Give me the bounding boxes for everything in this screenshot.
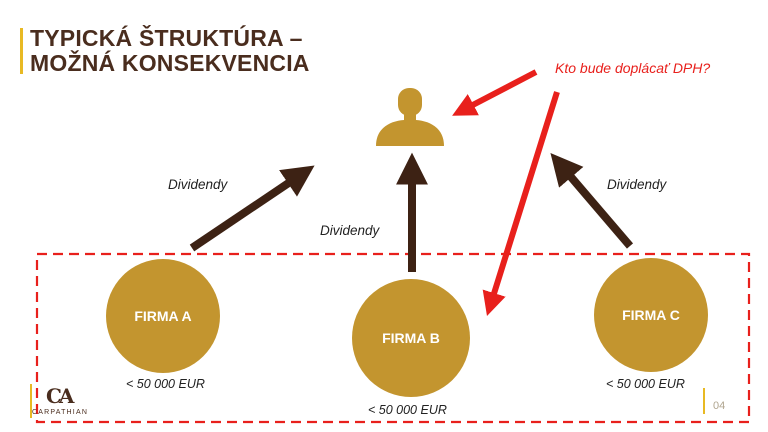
dividend-arrow-right [550, 152, 634, 249]
firm-c-label: FIRMA C [622, 307, 680, 323]
dividend-label-center: Dividendy [320, 223, 380, 238]
firm-b-label: FIRMA B [382, 330, 440, 346]
logo-accent-bar [30, 384, 32, 418]
title-accent-bar [20, 28, 23, 74]
firm-a-circle: FIRMA A [106, 259, 220, 373]
question-arrow-to-firm-b [482, 91, 560, 317]
page-number: 04 [713, 400, 726, 412]
firm-b-amount: < 50 000 EUR [368, 403, 447, 417]
firms-dashed-boundary [35, 252, 751, 424]
company-logo: CA CARPATHIAN [30, 384, 94, 420]
dividend-label-left: Dividendy [168, 177, 228, 192]
page-number-bar [703, 388, 705, 414]
title-line-1: TYPICKÁ ŠTRUKTÚRA – [30, 25, 303, 51]
firm-a-label: FIRMA A [134, 308, 192, 324]
firm-a-amount: < 50 000 EUR [126, 377, 205, 391]
dividend-arrow-left [189, 165, 315, 252]
firm-c-amount: < 50 000 EUR [606, 377, 685, 391]
logo-mark: CA [46, 384, 74, 408]
dividend-label-right: Dividendy [607, 177, 667, 192]
firm-c-circle: FIRMA C [594, 258, 708, 372]
person-icon [376, 88, 444, 146]
logo-text: CARPATHIAN [32, 409, 89, 416]
page-title: TYPICKÁ ŠTRUKTÚRA – MOŽNÁ KONSEKVENCIA [30, 26, 310, 76]
question-arrow-to-person [452, 69, 538, 116]
title-line-2: MOŽNÁ KONSEKVENCIA [30, 50, 310, 76]
vat-question: Kto bude doplácať DPH? [555, 60, 711, 76]
firm-b-circle: FIRMA B [352, 279, 470, 397]
